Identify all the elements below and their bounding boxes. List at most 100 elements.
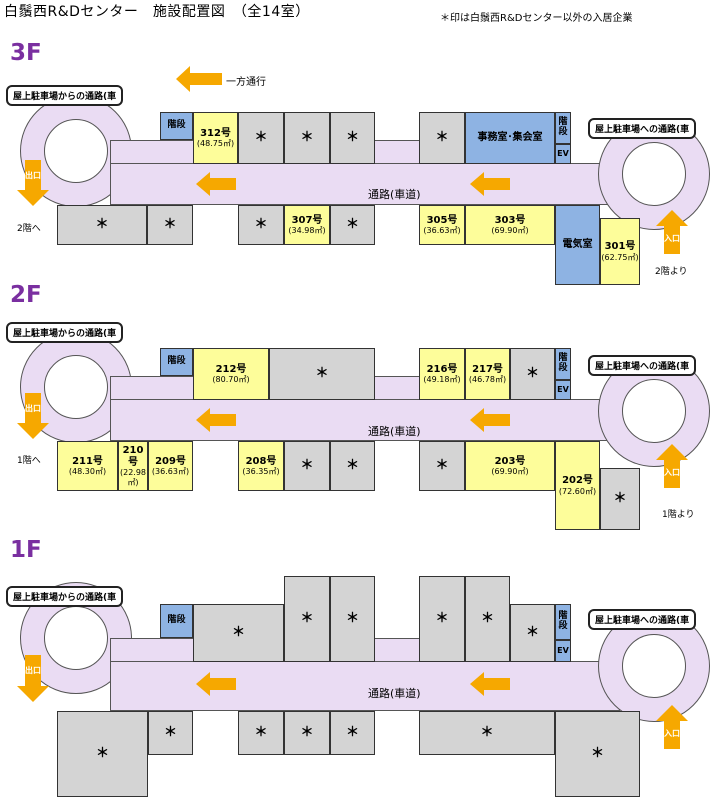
room-209[interactable]: 209号(36.63㎡) xyxy=(148,441,193,491)
other-tenant-mark: ＊ xyxy=(435,457,449,473)
office-meeting-room[interactable]: 事務室･集会室 xyxy=(465,112,555,164)
elevator: EV xyxy=(555,640,571,662)
stairs: 階段 xyxy=(160,604,193,638)
ramp-to-roof-label: 屋上駐車場への通路(車 xyxy=(588,609,697,630)
down-arrow-icon xyxy=(17,423,49,439)
stairs-label: 階段 xyxy=(167,356,186,367)
down-note: 1階へ xyxy=(17,456,41,466)
tenant-other: ＊ xyxy=(330,711,375,755)
room-202[interactable]: 202号(72.60㎡) xyxy=(555,441,600,530)
exit-sign: 出口 xyxy=(25,655,41,687)
tenant-other: ＊ xyxy=(284,441,330,491)
room-area: (80.70㎡) xyxy=(212,375,250,385)
tenant-other: ＊ xyxy=(510,604,555,662)
other-tenant-mark: ＊ xyxy=(435,610,449,626)
tenant-other: ＊ xyxy=(269,348,375,400)
room-203[interactable]: 203号(69.90㎡) xyxy=(465,441,555,491)
room-211[interactable]: 211号(48.30㎡) xyxy=(57,441,118,491)
room-number: 307号 xyxy=(291,214,323,226)
one-way-label: 一方通行 xyxy=(226,77,266,88)
room-307[interactable]: 307号(34.98㎡) xyxy=(284,205,330,245)
tenant-other: ＊ xyxy=(330,112,375,164)
other-tenant-mark: ＊ xyxy=(345,129,359,145)
other-tenant-mark: ＊ xyxy=(300,457,314,473)
room-number: 203号 xyxy=(494,455,526,467)
room-number: 217号 xyxy=(472,363,503,375)
electrical-room: 電気室 xyxy=(555,205,600,285)
other-tenant-mark: ＊ xyxy=(480,610,494,626)
floor-label: 1F xyxy=(10,537,42,563)
tenant-other: ＊ xyxy=(284,112,330,164)
tenant-other: ＊ xyxy=(238,205,284,245)
room-208[interactable]: 208号(36.35㎡) xyxy=(238,441,284,491)
entrance-sign: 入口 xyxy=(664,719,680,749)
stairs-label: 階段 xyxy=(558,353,568,373)
room-number: 211号 xyxy=(72,455,103,467)
ramp-to-roof-label: 屋上駐車場への通路(車 xyxy=(588,355,697,376)
stairs-label: 階段 xyxy=(558,117,568,137)
room-301[interactable]: 301号(62.75㎡) xyxy=(600,218,640,285)
room-312[interactable]: 312号(48.75㎡) xyxy=(193,112,238,164)
road-arrow-icon xyxy=(470,408,510,432)
tenant-other: ＊ xyxy=(238,711,284,755)
tenant-other: ＊ xyxy=(419,112,465,164)
road-label: 通路(車道) xyxy=(368,687,421,700)
room-number: 208号 xyxy=(245,455,277,467)
room-212[interactable]: 212号(80.70㎡) xyxy=(193,348,269,400)
other-tenant-mark: ＊ xyxy=(590,745,604,761)
left-ramp-core xyxy=(44,606,108,670)
up-arrow-icon xyxy=(656,705,688,721)
room-area: (46.78㎡) xyxy=(468,375,507,385)
ramp-from-roof-label: 屋上駐車場からの通路(車 xyxy=(6,322,124,343)
room-area: (48.30㎡) xyxy=(68,467,107,477)
other-tenant-mark: ＊ xyxy=(231,624,245,640)
stairs: 階段 xyxy=(555,348,571,380)
other-tenant-mark: ＊ xyxy=(345,457,359,473)
up-note: 1階より xyxy=(662,510,695,520)
room-number: 305号 xyxy=(426,214,458,226)
entrance-sign: 入口 xyxy=(664,458,680,488)
room-305[interactable]: 305号(36.63㎡) xyxy=(419,205,465,245)
room-216[interactable]: 216号(49.18㎡) xyxy=(419,348,465,400)
other-tenant-mark: ＊ xyxy=(345,610,359,626)
other-tenant-mark: ＊ xyxy=(525,624,539,640)
room-name: 事務室･集会室 xyxy=(477,132,543,144)
room-number: 212号 xyxy=(215,363,247,375)
tenant-other: ＊ xyxy=(193,604,284,662)
room-area: (36.63㎡) xyxy=(423,226,461,236)
other-tenant-mark: ＊ xyxy=(435,129,449,145)
tenant-other: ＊ xyxy=(330,205,375,245)
room-area: (48.75㎡) xyxy=(196,139,235,149)
stairs: 階段 xyxy=(555,112,571,144)
other-tenant-mark: ＊ xyxy=(300,610,314,626)
other-tenant-mark: ＊ xyxy=(254,129,268,145)
down-note: 2階へ xyxy=(17,224,41,234)
stairs-label: 階段 xyxy=(167,120,186,131)
tenant-other: ＊ xyxy=(510,348,555,400)
ev-label: EV xyxy=(557,646,569,656)
tenant-other: ＊ xyxy=(57,711,148,797)
entrance-sign: 入口 xyxy=(664,224,680,254)
room-number: 210号 xyxy=(122,445,144,468)
room-number: 301号 xyxy=(604,241,636,253)
room-303[interactable]: 303号(69.90㎡) xyxy=(465,205,555,245)
stairs-label: 階段 xyxy=(558,611,568,631)
room-name: 電気室 xyxy=(562,239,593,251)
tenant-other: ＊ xyxy=(465,576,510,662)
tenant-other: ＊ xyxy=(238,112,284,164)
exit-sign: 出口 xyxy=(25,393,41,425)
right-ramp-core xyxy=(622,634,686,698)
tenant-other: ＊ xyxy=(57,205,147,245)
tenant-other: ＊ xyxy=(147,205,193,245)
main-road xyxy=(110,661,620,711)
ev-label: EV xyxy=(557,149,569,159)
other-tenant-mark: ＊ xyxy=(300,724,314,740)
other-tenant-mark: ＊ xyxy=(613,490,627,506)
other-tenant-mark: ＊ xyxy=(345,724,359,740)
room-217[interactable]: 217号(46.78㎡) xyxy=(465,348,510,400)
room-210[interactable]: 210号(22.98㎡) xyxy=(118,441,148,491)
tenant-other: ＊ xyxy=(284,711,330,755)
elevator: EV xyxy=(555,380,571,400)
stairs: 階段 xyxy=(555,604,571,640)
main-road xyxy=(110,399,620,441)
